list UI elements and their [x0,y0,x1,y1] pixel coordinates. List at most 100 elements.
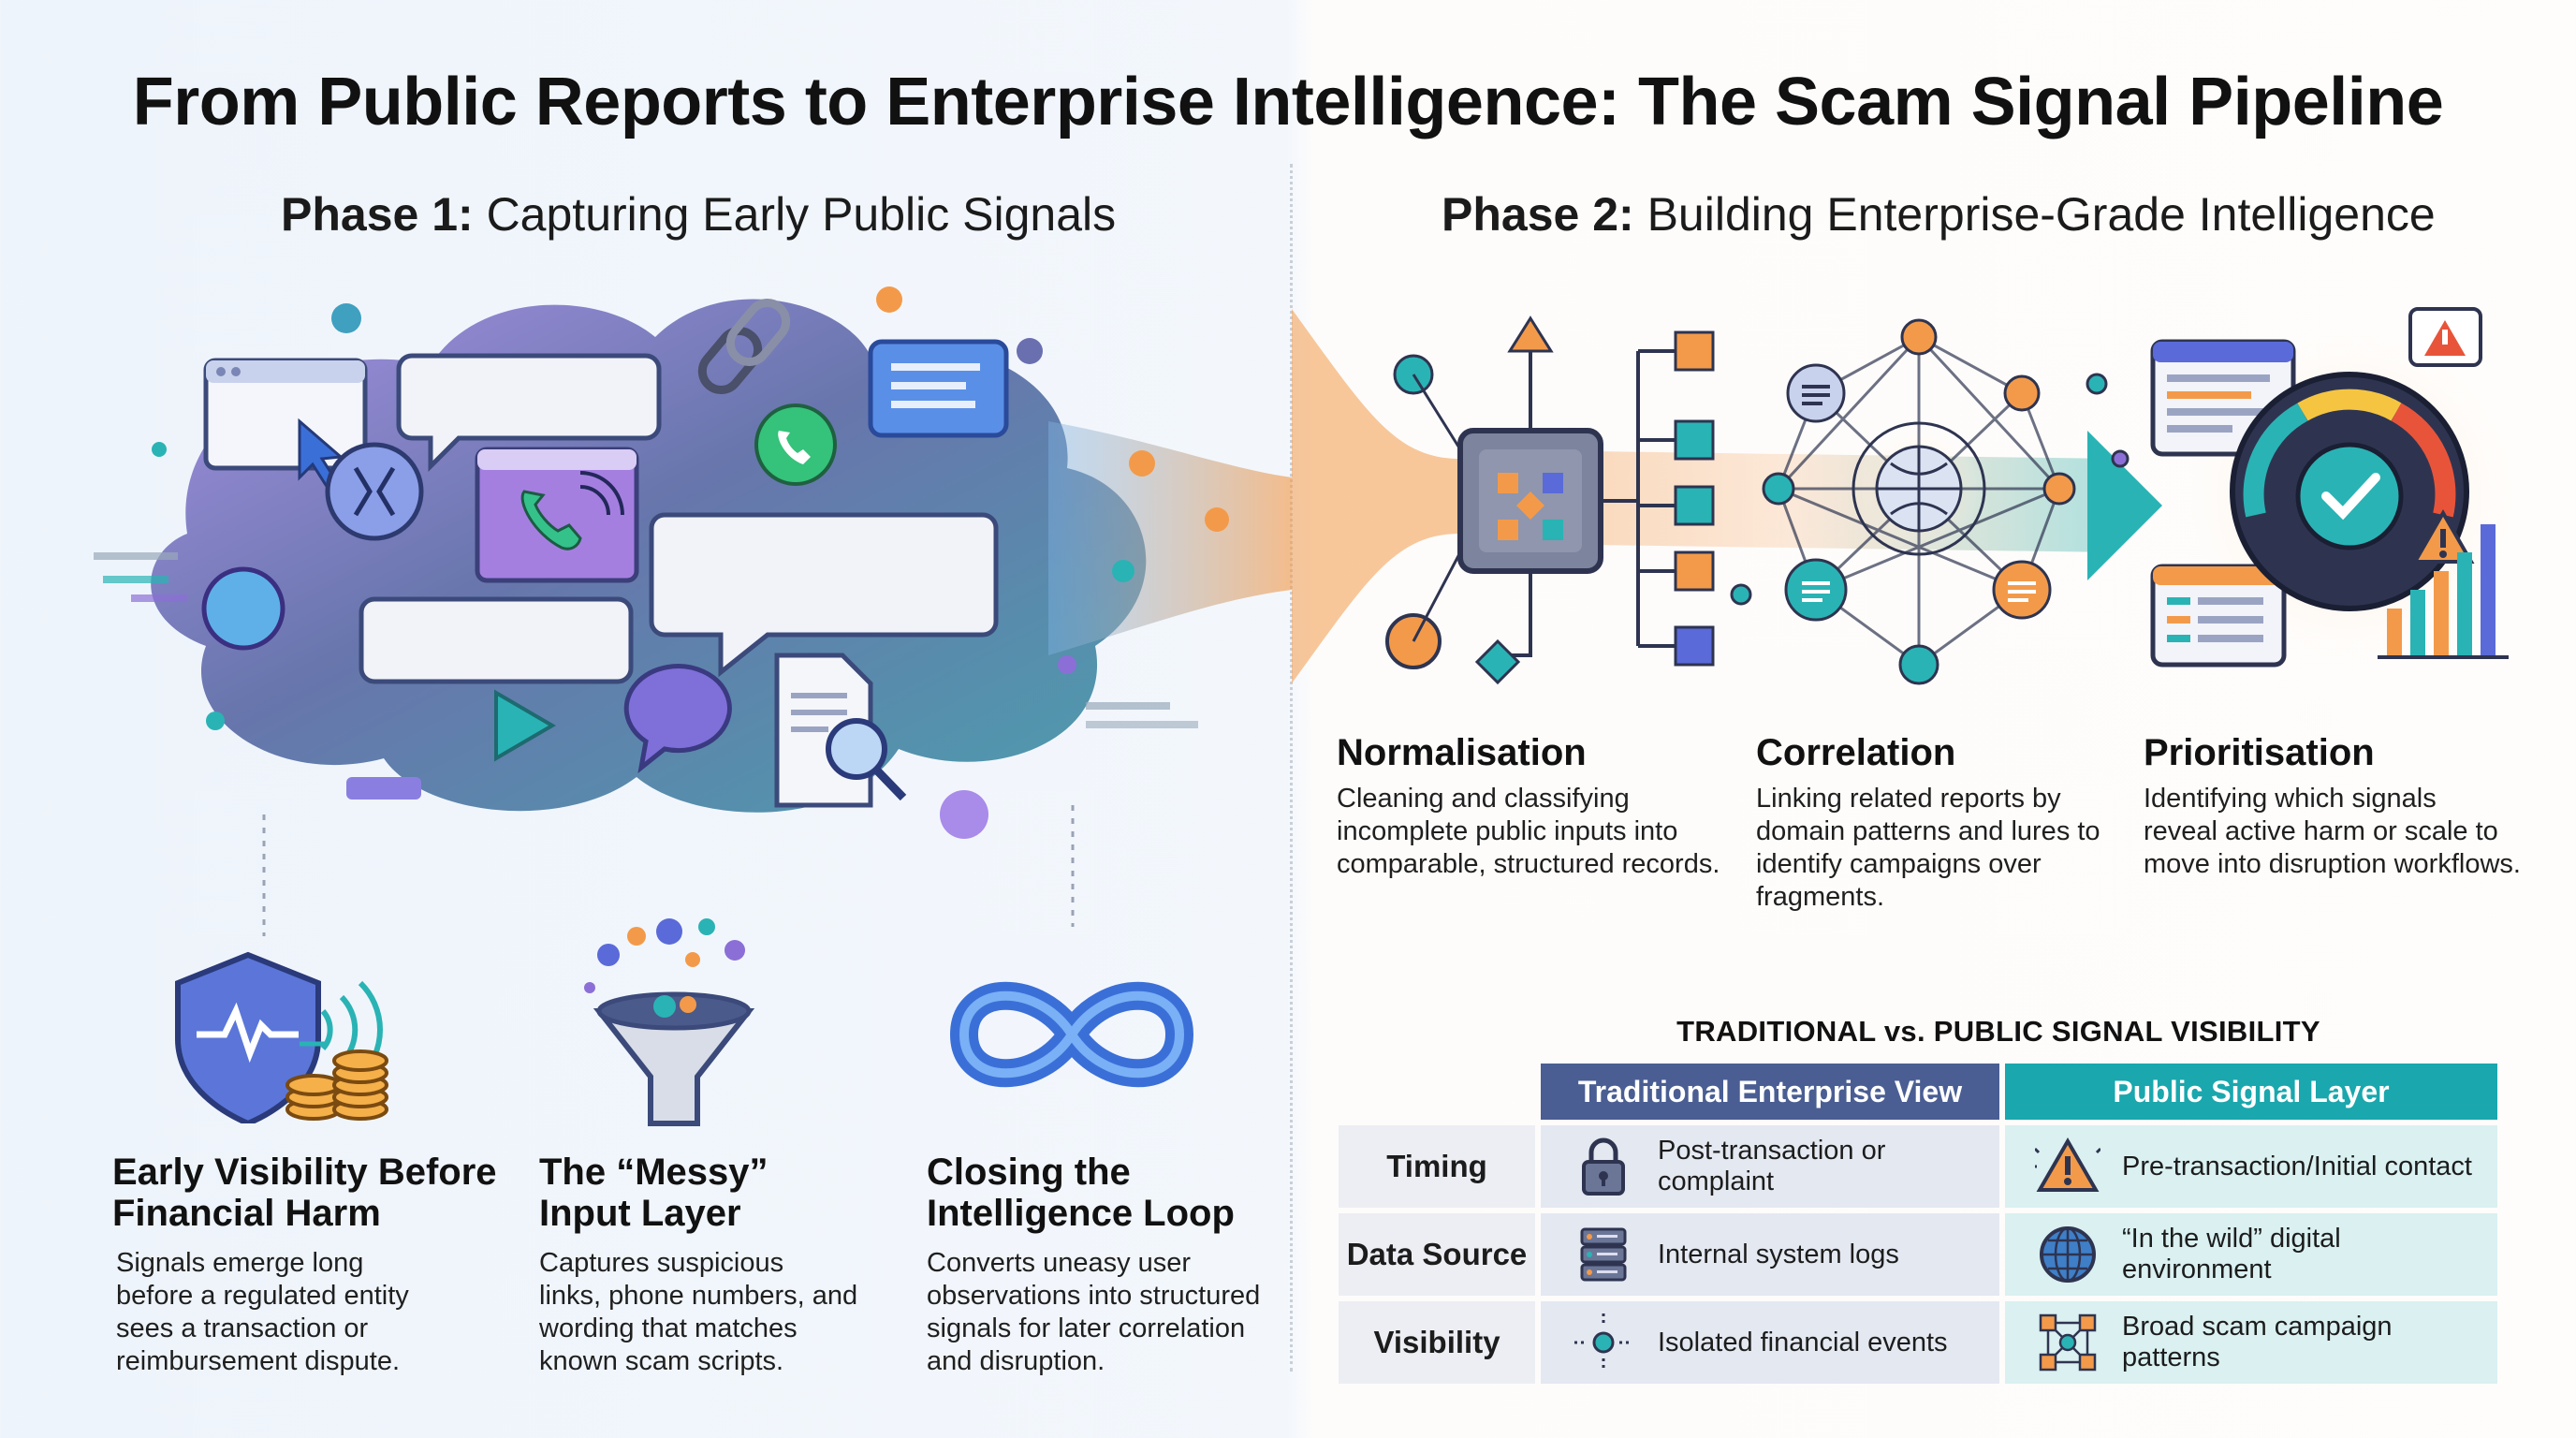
stage-prioritisation: Prioritisation Identifying which signals… [2144,732,2555,881]
table-cell: Post-transaction or complaint [1541,1125,1999,1208]
table-cell: Broad scam campaign patterns [2005,1301,2497,1384]
dash [103,576,168,583]
feature-title: Closing the [927,1152,1131,1193]
row-label-data-source: Data Source [1339,1213,1535,1296]
feature-desc-line: Converts uneasy user [927,1248,1192,1278]
dot [1112,560,1134,582]
feature-title: Input Layer [539,1193,741,1234]
document-search-icon [774,653,907,808]
flow-arrow-icon [2087,431,2162,580]
dot [1058,655,1076,674]
feature-desc-line: before a regulated entity [116,1281,409,1311]
public-signals-cloud-illustration [94,286,1292,839]
shield-coins-icon [175,951,388,1123]
network-cluster-icon [2039,1313,2097,1372]
dot [206,712,225,730]
feature-desc-line: and disruption. [927,1346,1105,1376]
chain-link-icon [697,299,791,394]
stage-desc-line: Cleaning and classifying [1337,784,1630,814]
cell-text: Isolated financial events [1658,1327,1948,1357]
dot [201,566,285,651]
stage-desc-line: comparable, structured records. [1337,849,1720,879]
phase-1-text: Capturing Early Public Signals [486,188,1117,241]
column-header-public: Public Signal Layer [2005,1064,2497,1120]
feature-title: Early Visibility Before [112,1152,497,1193]
feature-desc-line: reimbursement dispute. [116,1346,401,1376]
feature-desc-line: wording that matches [539,1313,798,1343]
dash [1086,702,1170,710]
play-icon [494,689,556,762]
dot [331,303,361,333]
signal-stream [1048,421,1292,655]
phone-call-window-icon [475,447,639,583]
phase-2-label: Phase 2: [1442,188,1634,241]
prioritisation-gauge-icon [2150,307,2527,674]
cell-text: Internal system logs [1658,1239,1899,1269]
dash-block [346,777,421,800]
phase-1-heading: Phase 1: Capturing Early Public Signals [281,187,1116,242]
stage-desc-line: fragments. [1756,882,1884,912]
stage-title: Prioritisation [2144,732,2375,773]
feature-title: Financial Harm [112,1193,381,1234]
feature-desc-line: links, phone numbers, and [539,1281,858,1311]
correlation-network-icon [1730,318,2130,685]
normalisation-processor-icon [1385,315,1715,685]
feature-desc-line: observations into structured [927,1281,1261,1311]
dot [1205,507,1229,532]
speech-bubble-icon [396,353,662,473]
inflow-funnel [1292,309,1460,683]
feature-desc-line: signals for later correlation [927,1313,1246,1343]
stage-title: Normalisation [1337,732,1587,773]
phase-2-heading: Phase 2: Building Enterprise-Grade Intel… [1442,187,2436,242]
stage-desc-line: Identifying which signals [2144,784,2437,814]
feature-early-visibility: Early Visibility Before Financial Harm S… [112,1152,505,1378]
phase-divider [1290,164,1293,1372]
speech-bubble-icon [359,596,634,684]
feature-desc-line: sees a transaction or [116,1313,369,1343]
server-stack-icon [1580,1227,1627,1282]
page-title: From Public Reports to Enterprise Intell… [132,65,2444,139]
feature-title: The “Messy” [539,1152,768,1193]
stage-correlation: Correlation Linking related reports by d… [1756,732,2149,914]
cell-text: Pre-transaction/Initial contact [2122,1151,2472,1181]
row-label-visibility: Visibility [1339,1301,1535,1384]
funnel-icon [584,918,755,1126]
table-cell: Pre-transaction/Initial contact [2005,1125,2497,1208]
cell-text: Post-transaction or complaint [1658,1136,1886,1196]
dot [1017,338,1043,364]
stage-title: Correlation [1756,732,1956,773]
dash [131,594,187,602]
table-cell: Isolated financial events [1541,1301,1999,1384]
feature-desc-line: Captures suspicious [539,1248,784,1278]
cell-text: “In the wild” digital environment [2122,1224,2341,1284]
infinity-loop-icon [950,981,1193,1088]
feature-desc-line: known scam scripts. [539,1346,784,1376]
stage-desc-line: incomplete public inputs into [1337,816,1678,846]
table-cell: “In the wild” digital environment [2005,1213,2497,1296]
dot [152,442,167,457]
row-label-timing: Timing [1339,1125,1535,1208]
globe-icon [2040,1226,2096,1283]
isolated-node-icon [1574,1313,1632,1372]
speech-bubble-icon [649,512,999,678]
phase-2-text: Building Enterprise-Grade Intelligence [1647,188,2436,241]
chat-bubble-icon [623,664,732,774]
phase-1-label: Phase 1: [281,188,474,241]
stage-desc-line: domain patterns and lures to [1756,816,2100,846]
cell-text: Broad scam campaign patterns [2122,1312,2393,1372]
padlock-icon [1582,1137,1625,1196]
stage-desc-line: reveal active harm or scale to [2144,816,2498,846]
stage-desc-line: identify campaigns over [1756,849,2042,879]
chat-window-icon [868,339,1009,438]
dash [94,552,178,560]
dot [1129,450,1155,477]
feature-closing-loop: Closing the Intelligence Loop Converts u… [927,1152,1292,1378]
feature-title: Intelligence Loop [927,1193,1235,1234]
stage-normalisation: Normalisation Cleaning and classifying i… [1337,732,1749,881]
table-cell: Internal system logs [1541,1213,1999,1296]
stage-desc-line: Linking related reports by [1756,784,2061,814]
dash [1086,721,1198,728]
dot [940,790,988,839]
stage-desc-line: move into disruption workflows. [2144,849,2521,879]
dot [876,286,902,313]
